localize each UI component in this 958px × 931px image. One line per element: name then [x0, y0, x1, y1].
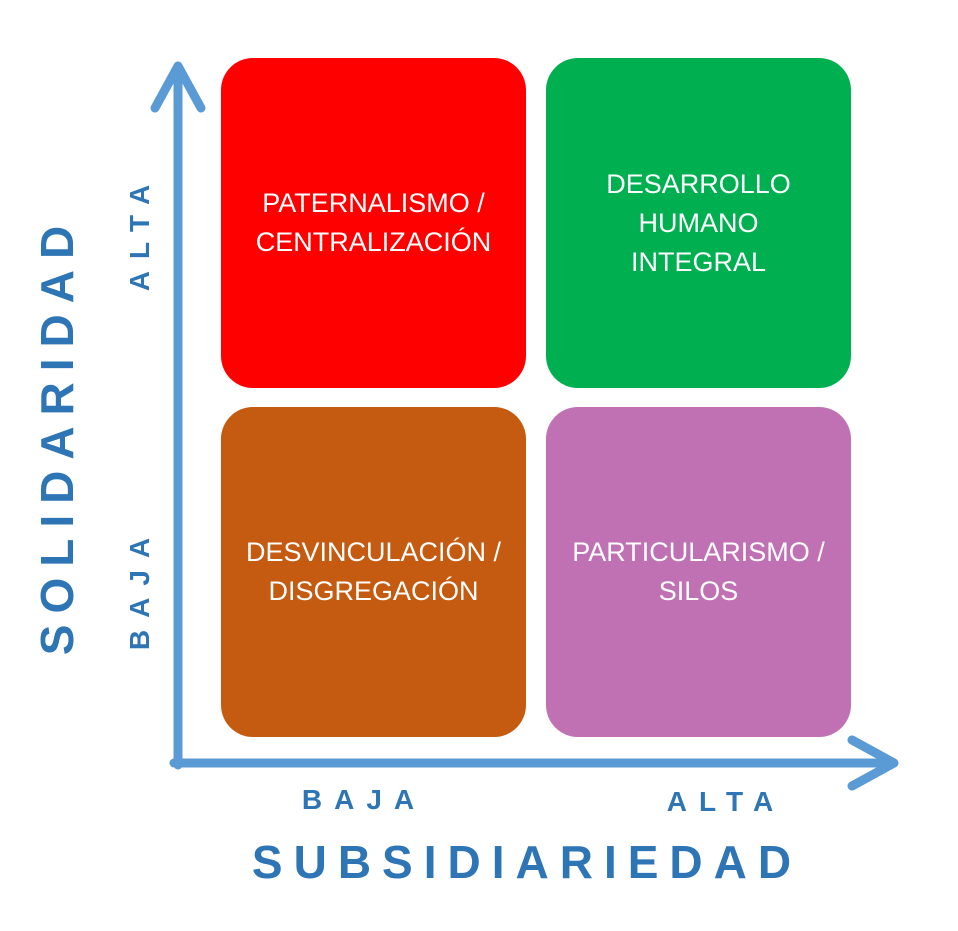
quadrant-paternalismo: PATERNALISMO / CENTRALIZACIÓN [221, 58, 526, 388]
y-axis-low-label: BAJA [124, 525, 155, 651]
x-axis-low-label: BAJA [301, 784, 427, 815]
x-axis-high-label: ALTA [666, 786, 786, 817]
y-axis-title: SOLIDARIDAD [31, 214, 83, 656]
x-axis-title: SUBSIDIARIEDAD [251, 836, 803, 888]
y-axis-arrowhead [150, 61, 206, 113]
quadrant-particularismo: PARTICULARISMO / SILOS [546, 407, 851, 737]
x-axis-arrowhead [847, 735, 899, 791]
quadrant-desvinculacion: DESVINCULACIÓN / DISGREGACIÓN [221, 407, 526, 737]
y-axis-high-label: ALTA [124, 172, 155, 292]
quadrant-desarrollo-humano: DESARROLLO HUMANO INTEGRAL [546, 58, 851, 388]
